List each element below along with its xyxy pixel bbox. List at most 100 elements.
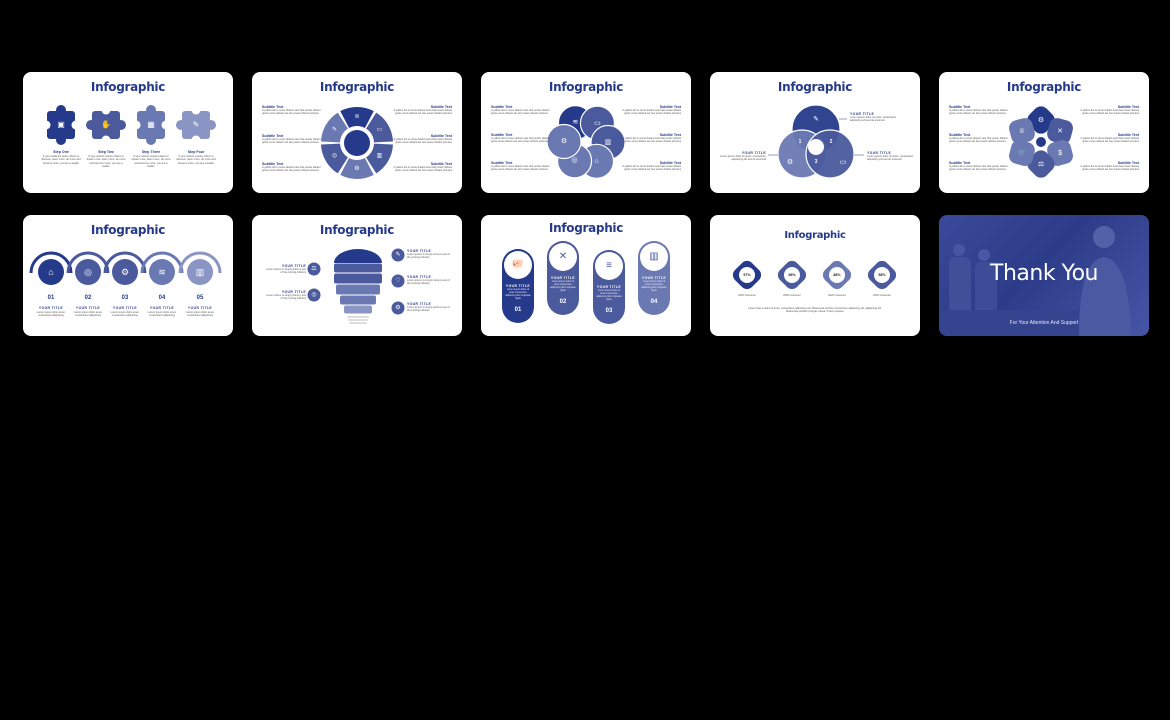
puzzle-knob: [146, 105, 156, 115]
puzzle-knob: [86, 120, 96, 130]
petal: [1009, 118, 1035, 144]
bulb-base: [347, 316, 369, 318]
pill-icon-circle: [595, 252, 623, 280]
bulb-band: [334, 263, 382, 273]
segment-icon: ✎: [331, 127, 337, 133]
ring-segment: [340, 158, 374, 179]
segment-icon: ◎: [331, 153, 338, 159]
step-icon: ⌂: [48, 266, 54, 277]
description: A yellow dot is some distant sets that p…: [949, 137, 1008, 144]
pill-title: YOUR TITLE: [641, 276, 667, 280]
item-text: Lorem ipsum dolor sit amet, consectetur …: [867, 155, 914, 162]
puzzle-notch: [101, 135, 111, 145]
puzzle-piece: [137, 111, 165, 139]
puzzle-knob: [56, 105, 66, 115]
diamond-center: [784, 267, 800, 283]
description: A yellow dot is some distant sets that p…: [491, 165, 550, 172]
venn-icon: ✎: [813, 115, 819, 123]
petal-icon: ▭: [594, 119, 601, 127]
step-circle: [38, 259, 64, 285]
segment-icon: ≋: [354, 114, 360, 120]
arc-steps-graphic: [29, 251, 222, 285]
step-text: If your audience hears others to discove…: [41, 155, 81, 165]
step-title: YOUR TITLE: [112, 306, 138, 310]
step-text: If your actions inspire others to dream …: [86, 155, 126, 169]
petal-icon: ▥: [604, 139, 612, 147]
step-text: Lorem ipsum dolor amet, consectetur adip…: [73, 311, 103, 318]
description: A yellow dot is some distant sets that p…: [393, 166, 452, 173]
item-text: Lorem ipsum is simply dummy text of the …: [266, 294, 306, 301]
venn-icon: ⚙: [786, 158, 794, 166]
item-text: Lorem ipsum is simply dummy text of the …: [266, 268, 306, 275]
puzzle-knob: [146, 135, 156, 145]
description: A yellow dot is some distant sets that p…: [949, 165, 1008, 172]
step-text: Lorem ipsum dolor amet, consectetur adip…: [185, 311, 215, 318]
description: A yellow dot is some distant sets that p…: [393, 109, 452, 116]
item-icon: ✎: [395, 252, 401, 258]
person-head: [978, 249, 990, 261]
segment-icon: ⚙: [354, 166, 360, 172]
person-body: [1079, 257, 1131, 336]
pill-text: Lorem ipsum dolor sit amet consectetur a…: [641, 281, 667, 292]
tag-icon: ✎: [192, 120, 200, 129]
flower-graphic: [546, 105, 626, 179]
description: A yellow dot is some distant sets that p…: [262, 109, 321, 116]
puzzle-graphic: [41, 105, 216, 145]
puzzle-notch: [131, 120, 141, 130]
petal-icon: ✕: [1057, 127, 1063, 135]
pill-text: Lorem ipsum dolor sit amet consectetur a…: [550, 281, 576, 292]
puzzle-knob: [116, 120, 126, 130]
petal-icon: ⌂: [594, 157, 599, 165]
customer-label: 2020 Customer: [738, 294, 756, 297]
step-text: Lorem ipsum dolor amet, consectetur adip…: [110, 311, 140, 318]
puzzle-notch: [191, 135, 201, 145]
step-number: 05: [196, 295, 204, 301]
percent-value: 58%: [878, 273, 886, 277]
petal-graphic: [1009, 106, 1073, 178]
pill-icon-circle: [549, 243, 577, 271]
subtitle: Subtitle Text: [430, 162, 452, 166]
pill-number: 03: [605, 308, 613, 314]
slide-title: Infographic: [90, 80, 166, 94]
handshake-icon: ✋: [101, 120, 111, 129]
bulb-band: [344, 305, 372, 314]
bulb-top: [334, 249, 382, 263]
petal-icon: ⚙: [1037, 116, 1045, 124]
percent-value: 98%: [788, 273, 796, 277]
description: A yellow dot is some distant sets that p…: [262, 166, 321, 173]
ring-segment: [340, 107, 374, 128]
step-icon: ⚙: [120, 266, 130, 277]
ring-segment: [321, 143, 348, 174]
person-body: [975, 262, 997, 317]
step-title: YOUR TITLE: [149, 306, 175, 310]
subtitle: Subtitle Text: [949, 105, 971, 109]
percent-value: 57%: [743, 273, 751, 277]
slide-title: Infographic: [1006, 80, 1082, 94]
ring-segment: [366, 143, 393, 174]
diamond-center: [874, 267, 890, 283]
subtitle: Subtitle Text: [491, 105, 513, 109]
subtitle: Subtitle Text: [262, 162, 284, 166]
subtitle: Subtitle Text: [659, 161, 681, 165]
pill-text: Lorem ipsum dolor sit amet consectetur a…: [596, 290, 622, 301]
description: A yellow dot is some distant sets that p…: [491, 109, 550, 116]
description: Lorem ipsum dolor sit amet, consectetur …: [748, 307, 882, 314]
step-number: 01: [47, 295, 55, 301]
step-icon: ◎: [84, 266, 92, 277]
